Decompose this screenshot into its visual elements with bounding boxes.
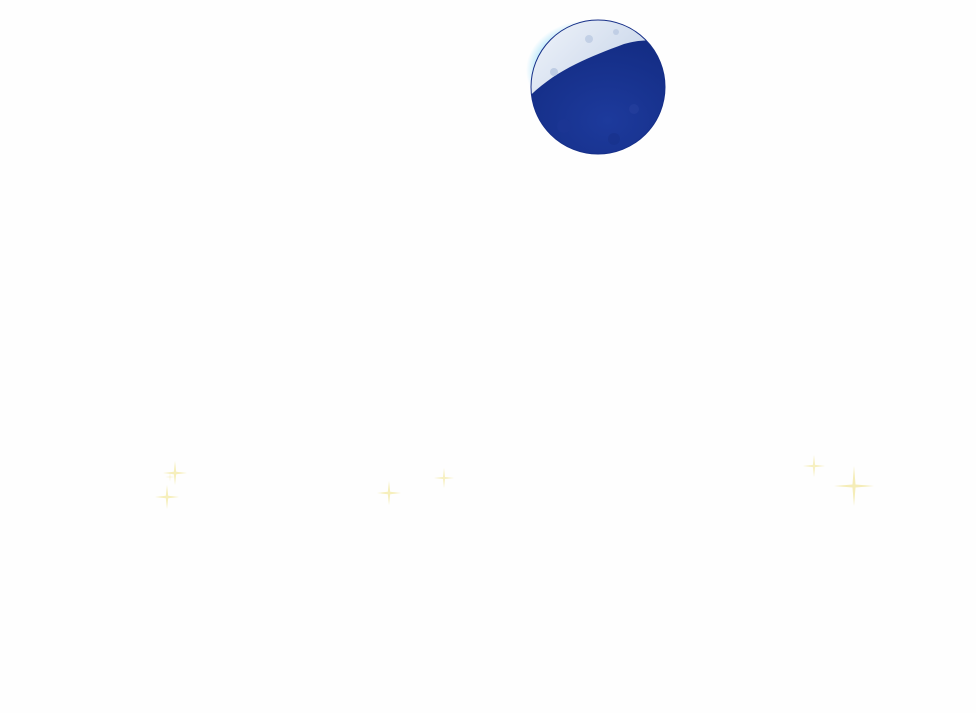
moon-icon — [526, 19, 666, 155]
sparkle-4 — [433, 467, 455, 489]
sparkle-icon — [834, 466, 874, 506]
sparkle-icon — [163, 461, 187, 485]
sparkle-3 — [376, 480, 402, 506]
sparkle-1 — [162, 460, 188, 486]
sparkle-icon — [377, 481, 401, 505]
sparkle-2 — [154, 484, 180, 510]
sparkle-5 — [802, 454, 826, 478]
moon — [524, 14, 670, 160]
sparkle-7 — [165, 472, 175, 482]
sparkle-6 — [834, 464, 874, 508]
sparkle-icon — [433, 467, 455, 489]
sparkle-icon — [165, 472, 175, 482]
sparkle-icon — [155, 485, 179, 509]
sparkle-icon — [802, 454, 826, 478]
